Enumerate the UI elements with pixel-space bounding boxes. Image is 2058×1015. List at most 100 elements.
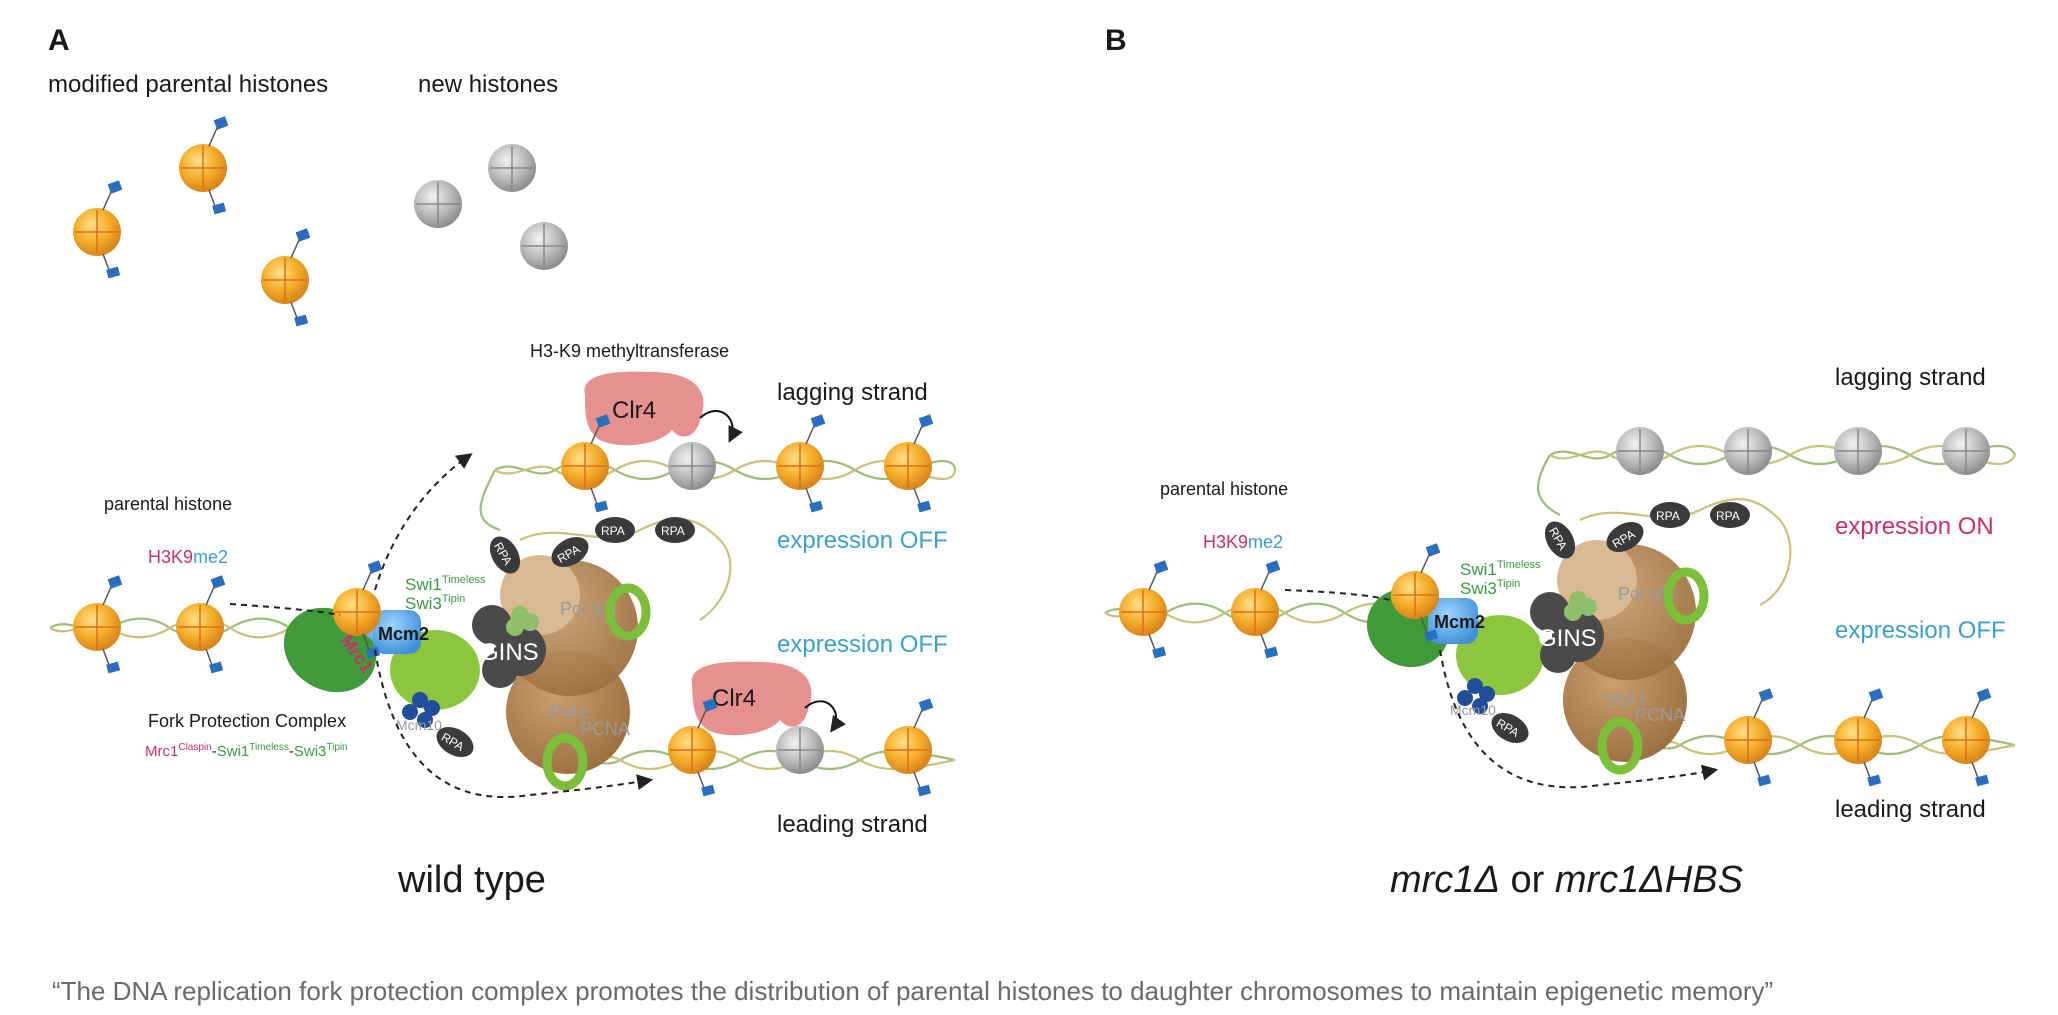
mcm-bead xyxy=(1467,678,1483,694)
summary-quote: “The DNA replication fork protection com… xyxy=(52,976,1773,1006)
new-histone-icon xyxy=(1723,426,1773,476)
parental-histone-icon xyxy=(72,574,124,675)
swi3-label: Swi3Tipin xyxy=(405,593,465,613)
parental-histone-icon xyxy=(72,179,124,280)
rpa-protein: RPA xyxy=(546,530,594,574)
leading-strand-label: leading strand xyxy=(1835,796,1986,823)
rpa-protein: RPA xyxy=(595,517,635,543)
parental-histone-icon xyxy=(260,227,312,328)
swi3-label: Swi3Tipin xyxy=(1460,578,1520,598)
parental-histone-icon xyxy=(178,115,230,216)
expression-off-label: expression OFF xyxy=(777,631,948,658)
new-histone-icon xyxy=(413,179,463,229)
pcna-label: PCNA xyxy=(580,719,630,739)
parental-histone-icon xyxy=(775,413,827,514)
expression-on-label: expression ON xyxy=(1835,513,1994,540)
gins-subunit xyxy=(1540,637,1576,673)
gins-subunit xyxy=(1530,592,1570,632)
svg-text:RPA: RPA xyxy=(661,524,685,538)
pol-alpha-label: Pol α/δ xyxy=(1618,584,1674,604)
clr4-label: Clr4 xyxy=(612,397,656,424)
gins-label: GINS xyxy=(480,639,539,666)
parental-histone-icon xyxy=(175,574,227,675)
mcm-bead xyxy=(424,700,440,716)
h3k9me2-label: H3K9me2 xyxy=(1203,532,1283,552)
new-histone-icon xyxy=(519,221,569,271)
modified-parental-label: modified parental histones xyxy=(48,71,328,98)
h3k9me2-label: H3K9me2 xyxy=(148,547,228,567)
pol-epsilon-label: Pol ε xyxy=(550,702,589,722)
new-histone-icon xyxy=(1615,426,1665,476)
new-histones-label: new histones xyxy=(418,71,558,98)
mcm-bead xyxy=(417,712,433,728)
pcna-label: PCNA xyxy=(1635,705,1685,725)
pcna-ring xyxy=(605,583,651,641)
panel-b-caption: mrc1Δ or mrc1ΔHBS xyxy=(1390,859,1743,901)
mcm10-label: Mcm10 xyxy=(396,717,442,733)
new-histone-icon xyxy=(1833,426,1883,476)
gins-label: GINS xyxy=(1538,625,1597,652)
rpa-protein: RPA xyxy=(1601,515,1649,559)
pol-alpha-label: Pol α/δ xyxy=(560,599,616,619)
gins-bead xyxy=(1564,603,1582,621)
mcm10-label: Mcm10 xyxy=(1450,702,1496,718)
mcm-bead xyxy=(1479,686,1495,702)
mcm-bead xyxy=(1472,698,1488,714)
mcm2-label: Mcm2 xyxy=(378,624,429,644)
svg-text:RPA: RPA xyxy=(601,524,625,538)
methyltransferase-label: H3-K9 methyltransferase xyxy=(530,341,729,361)
mcm-bead xyxy=(402,704,418,720)
rpa-protein: RPA xyxy=(483,531,527,579)
rpa-protein: RPA xyxy=(1538,516,1582,564)
fpc-components: Mrc1Claspin-Swi1Timeless-Swi3Tipin xyxy=(145,742,348,760)
rpa-protein: RPA xyxy=(655,517,695,543)
fpc-label: Fork Protection Complex xyxy=(148,711,346,731)
mcm2-protein xyxy=(1428,598,1478,644)
mcm2-box xyxy=(373,610,421,654)
panel-b: B parental histone H3K9me2 xyxy=(1104,24,2017,901)
fpc-green-blob xyxy=(1456,615,1544,695)
expression-off-label: expression OFF xyxy=(1835,617,2006,644)
clr4-enzyme xyxy=(691,661,812,736)
panel-a: A modified parental histones new histone… xyxy=(48,24,957,901)
clr4-label: Clr4 xyxy=(712,685,756,712)
parental-histone-label: parental histone xyxy=(104,494,232,514)
leading-strand-label: leading strand xyxy=(777,811,928,838)
gins-bead xyxy=(1579,598,1597,616)
rpa-protein: RPA xyxy=(1650,502,1690,528)
panel-b-letter: B xyxy=(1105,24,1127,57)
gins-bead xyxy=(521,613,539,631)
pcna-ring xyxy=(1663,567,1709,625)
new-histone-icon xyxy=(487,143,537,193)
lagging-strand-label: lagging strand xyxy=(1835,364,1986,391)
parental-histone-icon xyxy=(1833,687,1885,788)
parental-histone-icon xyxy=(883,413,935,514)
svg-text:RPA: RPA xyxy=(1656,509,1680,523)
clr4-enzyme xyxy=(584,371,704,446)
gins-subunit xyxy=(482,652,518,688)
parental-histone-icon xyxy=(1723,687,1775,788)
lagging-strand-label: lagging strand xyxy=(777,379,928,406)
parental-histone-icon xyxy=(1230,559,1282,660)
new-histone-icon xyxy=(775,725,825,775)
mcm-bead xyxy=(1457,690,1473,706)
parental-histone-icon xyxy=(1118,559,1170,660)
parental-histone-icon xyxy=(1941,687,1993,788)
pcna-ring xyxy=(542,733,588,791)
pcna-ring xyxy=(1597,717,1643,775)
gins-bead xyxy=(506,618,524,636)
mcm-bead xyxy=(412,692,428,708)
gins-subunit xyxy=(472,605,512,645)
rpa-protein: RPA xyxy=(1710,502,1750,528)
parental-histone-label: parental histone xyxy=(1160,479,1288,499)
panel-a-caption: wild type xyxy=(397,859,546,901)
expression-off-label: expression OFF xyxy=(777,527,948,554)
new-histone-icon xyxy=(667,441,717,491)
svg-text:RPA: RPA xyxy=(1716,509,1740,523)
parental-histone-icon xyxy=(883,697,935,798)
new-histone-icon xyxy=(1941,426,1991,476)
swi1-label: Swi1Timeless xyxy=(405,574,486,594)
swi1-label: Swi1Timeless xyxy=(1460,559,1541,579)
pol-epsilon-label: Pol ε xyxy=(1608,690,1647,710)
